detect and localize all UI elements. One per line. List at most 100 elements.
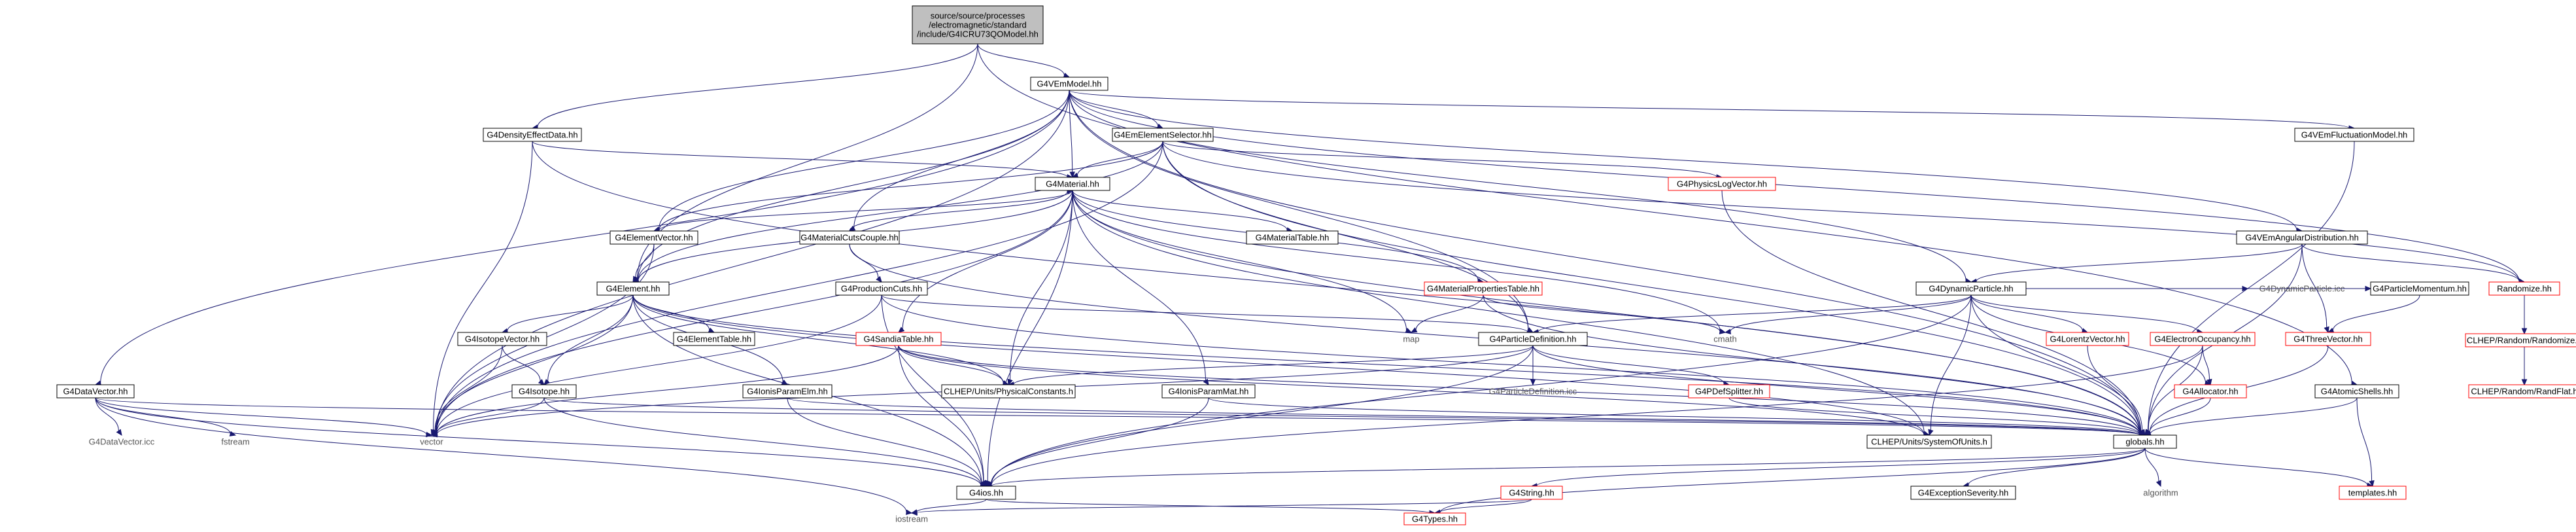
node-ionmat[interactable]: G4IonisParamMat.hh [1161, 384, 1256, 399]
edge-dynpart-to-sysunits [1928, 294, 1972, 436]
node-box [1866, 434, 1992, 449]
node-isotope[interactable]: G4Isotope.hh [511, 384, 577, 399]
node-box [2468, 384, 2576, 399]
node-excsev[interactable]: G4ExceptionSeverity.hh [1910, 486, 2016, 500]
node-pdefsplit[interactable]: G4PDefSplitter.hh [1688, 384, 1770, 399]
node-eltable[interactable]: G4ElementTable.hh [673, 332, 755, 346]
node-box [2113, 434, 2177, 449]
node-label: G4ThreeVector.hh [2293, 334, 2363, 344]
node-threevec[interactable]: G4ThreeVector.hh [2285, 332, 2371, 346]
node-sandia[interactable]: G4SandiaTable.hh [855, 332, 942, 346]
node-partdef[interactable]: G4ParticleDefinition.hh [1478, 332, 1588, 346]
node-cmath: cmath [1713, 334, 1736, 344]
edge-root-to-element [632, 43, 978, 283]
node-ionelm[interactable]: G4IonisParamElm.hh [742, 384, 833, 399]
arrowhead-icon [2155, 480, 2161, 488]
edge-ionelm-to-g4ios [787, 397, 987, 487]
node-lorentz[interactable]: G4LorentzVector.hh [2046, 332, 2129, 346]
node-datavec[interactable]: G4DataVector.hh [56, 384, 135, 399]
arrowhead-icon [898, 327, 905, 333]
node-physlog[interactable]: G4PhysicsLogVector.hh [1668, 177, 1776, 191]
node-box [799, 230, 900, 245]
node-g4string[interactable]: G4String.hh [1500, 486, 1563, 500]
node-globals[interactable]: globals.hh [2113, 434, 2177, 449]
edge-partmom-to-threevec [2327, 294, 2420, 333]
node-fluct[interactable]: G4VEmFluctuationModel.hh [2294, 128, 2414, 142]
edge-matprop-to-cmath [1483, 294, 1726, 334]
node-box [2236, 230, 2368, 245]
node-randomize[interactable]: Randomize.hh [2488, 281, 2560, 296]
node-box [1915, 281, 2027, 296]
node-g4types[interactable]: G4Types.hh [1403, 512, 1466, 525]
edge-element-to-isotope [543, 294, 634, 385]
node-mattable[interactable]: G4MaterialTable.hh [1246, 230, 1339, 245]
arrowhead-icon [848, 225, 856, 232]
node-label: G4DynamicParticle.icc [2259, 284, 2345, 294]
edge-g4string-to-iostream [910, 499, 1532, 516]
node-atomic[interactable]: G4AtomicShells.hh [2314, 384, 2399, 399]
node-sysunits[interactable]: CLHEP/Units/SystemOfUnits.h [1866, 434, 1992, 449]
edge-vemmodel-to-randomize [1069, 90, 2526, 285]
node-angdist[interactable]: G4VEmAngularDistribution.hh [2236, 230, 2368, 245]
edge-dynpart-to-partdef [1532, 294, 1972, 335]
edge-globals-to-templates [2144, 448, 2374, 488]
edge-partdef-to-partdeficc [1530, 345, 1536, 386]
edge-emelsel-to-randomize [1162, 141, 2526, 285]
node-dynpart[interactable]: G4DynamicParticle.hh [1915, 281, 2027, 296]
node-isovec[interactable]: G4IsotopeVector.hh [457, 332, 547, 346]
node-element[interactable]: G4Element.hh [596, 281, 670, 296]
node-label: G4ElementTable.hh [677, 334, 751, 344]
node-label: /include/G4ICRU73QOModel.hh [917, 29, 1039, 39]
node-allocator[interactable]: G4Allocator.hh [2174, 384, 2247, 399]
edge-elocc-to-allocator [2202, 345, 2212, 386]
edge-isovec-to-vector [431, 345, 503, 436]
arrowhead-icon [116, 429, 122, 436]
node-label: G4DynamicParticle.hh [1929, 284, 2013, 294]
edge-vemmodel-to-fluct [1069, 90, 2356, 132]
node-emelsel[interactable]: G4EmElementSelector.hh [1112, 128, 1214, 142]
node-elocc[interactable]: G4ElectronOccupancy.hh [2150, 332, 2256, 346]
node-g4ios[interactable]: G4ios.hh [956, 486, 1016, 500]
node-dynpicc: G4DynamicParticle.icc [2259, 284, 2345, 294]
node-box [912, 5, 1044, 44]
node-label: Randomize.hh [2497, 284, 2552, 294]
node-label: G4String.hh [1509, 488, 1554, 498]
node-label: cmath [1713, 334, 1736, 344]
edge-datavec-to-globals [95, 397, 2146, 438]
edge-globals-to-g4types [1434, 448, 2146, 516]
node-box [2488, 281, 2560, 296]
node-prodcuts[interactable]: G4ProductionCuts.hh [835, 281, 928, 296]
node-templates[interactable]: templates.hh [2339, 486, 2407, 500]
node-clheprand[interactable]: CLHEP/Random/Randomize.h [2465, 333, 2576, 347]
node-partmom[interactable]: G4ParticleMomentum.hh [2370, 281, 2469, 296]
node-root[interactable]: source/source/processes/electromagnetic/… [912, 5, 1044, 44]
node-material[interactable]: G4Material.hh [1035, 177, 1110, 191]
edge-ionelm-to-globals [787, 397, 2146, 438]
node-vemmodel[interactable]: G4VEmModel.hh [1030, 77, 1108, 91]
node-label: G4Isotope.hh [519, 387, 570, 397]
node-box [742, 384, 833, 399]
node-physconst[interactable]: CLHEP/Units/PhysicalConstants.h [941, 384, 1076, 399]
node-label: G4IsotopeVector.hh [465, 334, 540, 344]
node-elemvec[interactable]: G4ElementVector.hh [610, 230, 698, 245]
edge-vemmodel-to-partdef [1069, 90, 1534, 333]
edge-dynpart-to-partmom [2026, 285, 2372, 292]
node-box [1246, 230, 1339, 245]
node-label: templates.hh [2348, 488, 2397, 498]
node-density[interactable]: G4DensityEffectData.hh [483, 128, 582, 142]
node-matcuts[interactable]: G4MaterialCutsCouple.hh [799, 230, 900, 245]
node-vector: vector [420, 437, 443, 447]
edge-isotope-to-vector [430, 397, 545, 436]
node-matprop[interactable]: G4MaterialPropertiesTable.hh [1424, 281, 1543, 296]
node-label: G4DensityEffectData.hh [487, 130, 577, 140]
edge-globals-to-g4string [1530, 448, 2146, 489]
node-label: G4VEmModel.hh [1037, 79, 1102, 89]
node-label: CLHEP/Units/PhysicalConstants.h [944, 387, 1073, 397]
edge-emelsel-to-physlog [1162, 141, 1723, 180]
node-randflat[interactable]: CLHEP/Random/RandFlat.h [2468, 384, 2576, 399]
edge-material-to-vector [430, 190, 1073, 436]
edge-g4ios-to-iostream [910, 499, 987, 515]
arrowhead-icon [1007, 378, 1013, 386]
edge-prodcuts-to-globals [881, 294, 2146, 438]
node-label: G4ParticleDefinition.icc [1489, 387, 1577, 397]
